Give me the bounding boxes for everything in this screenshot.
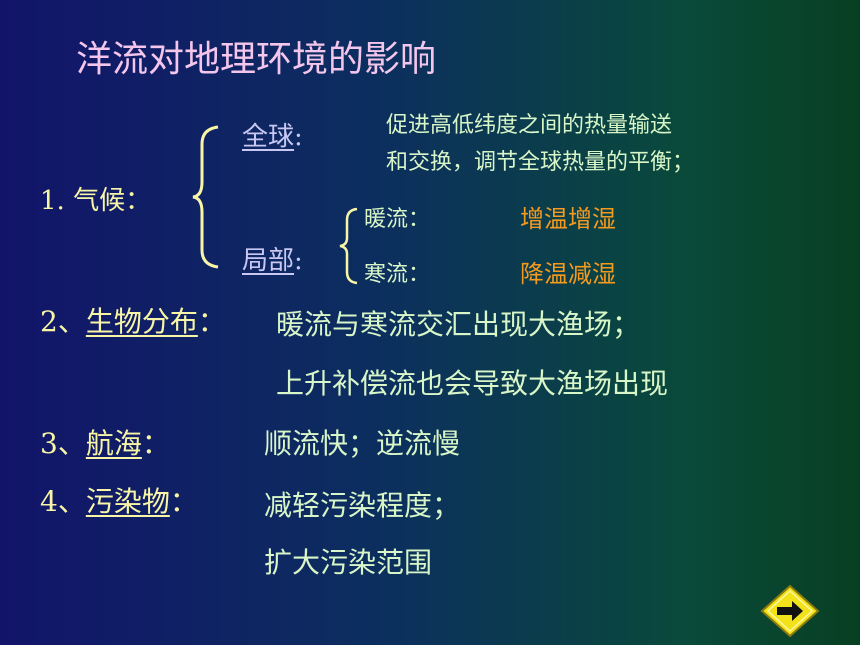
local-label: 局部: xyxy=(242,246,303,276)
navigation-heading: 3、航海： xyxy=(40,427,170,460)
warm-current-effect: 增温增湿 xyxy=(520,205,616,233)
climate-label: 1. 气候： xyxy=(40,186,152,216)
pollution-heading: 4、污染物： xyxy=(40,485,198,518)
next-slide-button[interactable] xyxy=(760,584,820,638)
global-desc-line1: 促进高低纬度之间的热量输送 xyxy=(386,113,673,138)
pollution-line1: 减轻污染程度； xyxy=(264,489,461,522)
arrow-right-icon xyxy=(760,584,820,638)
pollution-line2: 扩大污染范围 xyxy=(264,546,433,579)
cold-current-label: 寒流： xyxy=(364,262,431,287)
warm-current-label: 暖流： xyxy=(364,207,431,232)
local-brace xyxy=(339,207,358,285)
biology-heading: 2、生物分布： xyxy=(40,305,226,338)
climate-brace xyxy=(192,125,219,269)
biology-line1: 暖流与寒流交汇出现大渔场； xyxy=(276,308,641,341)
global-label: 全球: xyxy=(242,122,303,152)
page-title: 洋流对地理环境的影响 xyxy=(76,39,437,80)
cold-current-effect: 降温减湿 xyxy=(520,260,616,288)
biology-line2: 上升补偿流也会导致大渔场出现 xyxy=(276,367,669,400)
navigation-text: 顺流快；逆流慢 xyxy=(264,427,461,460)
global-desc-line2: 和交换，调节全球热量的平衡； xyxy=(386,150,695,175)
